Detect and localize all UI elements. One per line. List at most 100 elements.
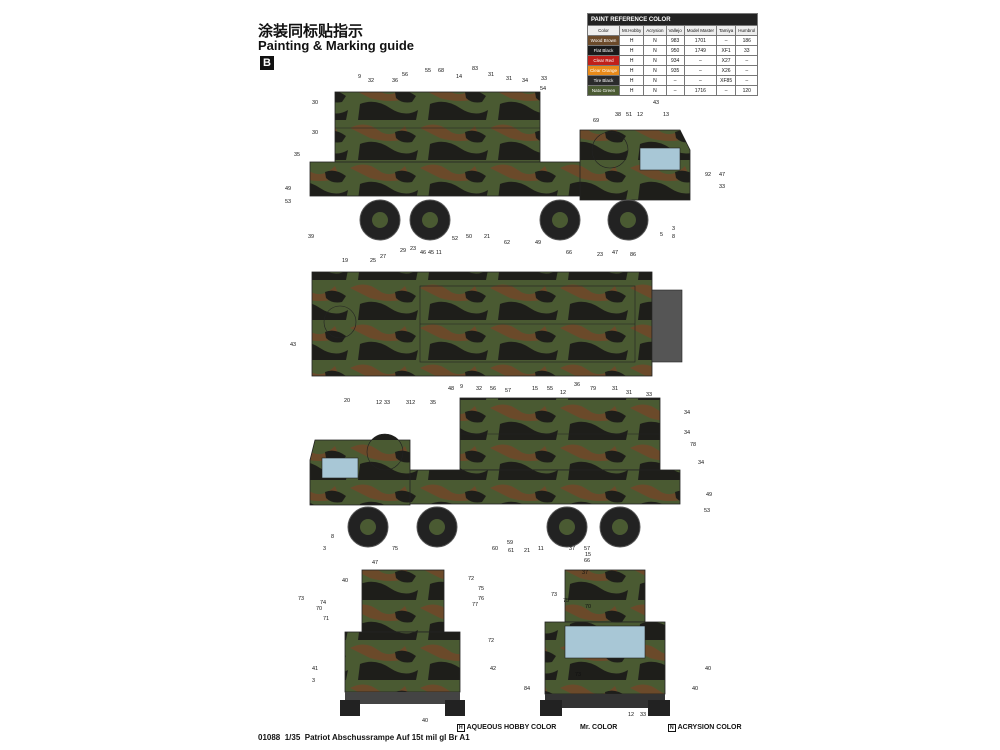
callout-number: 66 [584, 558, 591, 564]
callout-number: 60 [492, 546, 499, 552]
callout-number: 12 [376, 400, 383, 406]
callout-number: 43 [290, 342, 297, 348]
paint-cell-acrysion: N [643, 85, 667, 96]
callout-number: 84 [524, 686, 531, 692]
legend-acrysion-label: ACRYSION COLOR [677, 724, 742, 731]
callout-number: 68 [438, 68, 445, 74]
spare-wheel-right [591, 131, 629, 169]
callout-number: 312 [406, 400, 416, 406]
callout-number: 43 [653, 100, 660, 106]
callout-number: 9 [358, 74, 362, 80]
footer-scale: 1/35 [284, 733, 301, 742]
callout-number: 34 [522, 78, 529, 84]
callout-number: 52 [452, 236, 459, 242]
callout-number: 33 [719, 184, 726, 190]
page-title-en: Painting & Marking guide [258, 38, 415, 53]
callout-number: 61 [508, 548, 515, 554]
callout-number: 73 [298, 596, 305, 602]
callout-number: 54 [540, 86, 547, 92]
callout-number: 40 [692, 686, 699, 692]
callout-number: 12 [560, 390, 567, 396]
callout-number: 70 [316, 606, 323, 612]
callout-number: 31 [626, 390, 633, 396]
callout-number: 51 [626, 112, 633, 118]
callout-number: 11 [436, 250, 442, 256]
callout-number: 5 [660, 232, 664, 238]
callout-number: 40 [705, 666, 712, 672]
callout-number: 70 [585, 604, 592, 610]
legend-aqueous-code: H [457, 724, 465, 732]
callout-number: 57 [584, 546, 591, 552]
legend-aqueous-label: AQUEOUS HOBBY COLOR [466, 724, 557, 731]
callout-number: 8 [331, 534, 335, 540]
callout-number: 30 [312, 100, 319, 106]
callout-number: 75 [563, 598, 570, 604]
callout-number: 33 [541, 76, 548, 82]
callout-number: 47 [719, 172, 726, 178]
paint-reference-title: PAINT REFERENCE COLOR [586, 13, 759, 26]
callout-number: 75 [392, 546, 399, 552]
callout-number: 32 [476, 386, 483, 392]
callout-number: 36 [574, 382, 581, 388]
callout-number: 66 [566, 250, 573, 256]
callout-number: 20 [344, 398, 351, 404]
paint-cell-tamiya: – [715, 85, 737, 96]
footer: 01088 1/35 Patriot Abschussrampe Auf 15t… [258, 733, 470, 742]
rear-view [340, 569, 465, 716]
callout-number: 49 [285, 186, 292, 192]
callout-number: 53 [704, 508, 711, 514]
callout-number: 12 [628, 712, 635, 718]
callout-number: 12 [637, 112, 644, 118]
callout-number: 31 [488, 72, 495, 78]
callout-number: 73 [575, 672, 582, 678]
front-view [540, 569, 670, 716]
callout-number: 57 [505, 388, 512, 394]
callout-number: 56 [490, 386, 497, 392]
side-view-left [309, 397, 681, 548]
callout-number: 33 [384, 400, 391, 406]
callout-number: 14 [456, 74, 463, 80]
callout-number: 29 [400, 248, 407, 254]
footer-code: 01088 [258, 733, 281, 742]
callout-number: 35 [430, 400, 437, 406]
callout-number: 34 [684, 430, 691, 436]
callout-number: 62 [504, 240, 511, 246]
callout-number: 46 [420, 250, 427, 256]
callout-number: 71 [323, 616, 330, 622]
callout-number: 75 [478, 586, 485, 592]
chassis-right [309, 161, 631, 197]
callout-number: 50 [466, 234, 473, 240]
callout-number: 34 [684, 410, 691, 416]
callout-number: 15 [532, 386, 539, 392]
callout-number: 53 [285, 199, 292, 205]
callout-number: 23 [597, 252, 604, 258]
callout-number: 41 [312, 666, 319, 672]
callout-number: 30 [312, 130, 319, 136]
callout-number: 47 [372, 560, 379, 566]
callout-number: 33 [640, 712, 647, 718]
callout-number: 33 [646, 392, 653, 398]
callout-number: 48 [448, 386, 455, 392]
callout-number: 3 [672, 226, 676, 232]
callout-number: 59 [507, 540, 514, 546]
callout-number: 3 [323, 546, 327, 552]
callout-number: 72 [468, 576, 475, 582]
callout-number: 34 [698, 460, 705, 466]
callout-number: 23 [410, 246, 417, 252]
callout-number: 19 [342, 258, 349, 264]
callout-number: 55 [425, 68, 432, 74]
callout-number: 37 [582, 570, 589, 576]
callout-number: 31 [506, 76, 513, 82]
page-title-cn: 涂装同标贴指示 [258, 22, 364, 40]
cab-window-left [321, 457, 359, 479]
callout-number: 38 [615, 112, 622, 118]
callout-number: 3 [312, 678, 316, 684]
callout-number: 32 [368, 78, 375, 84]
callout-number: 74 [320, 600, 327, 606]
